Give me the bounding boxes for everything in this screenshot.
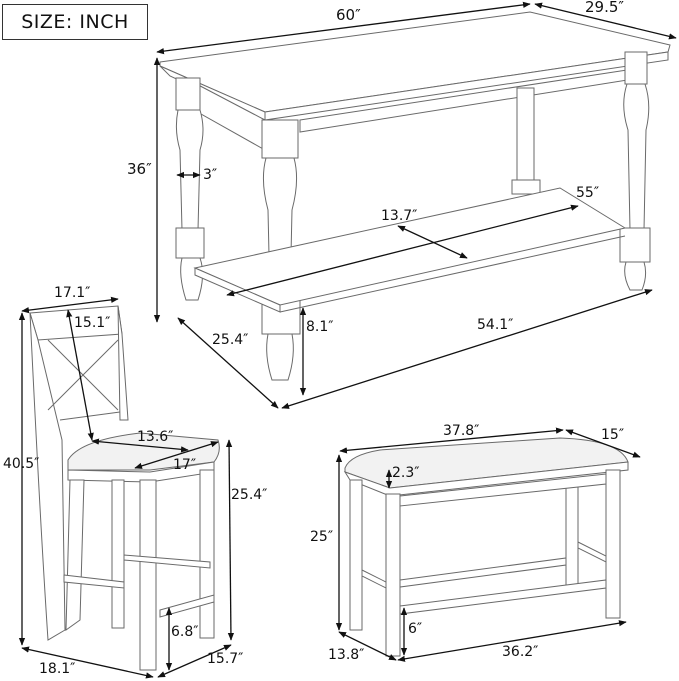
chair-drawing: [29, 305, 220, 671]
bench-footrest-height-label: 6″: [408, 621, 423, 637]
chair-seat-width-label: 17″: [173, 457, 197, 473]
chair-total-height-label: 40.5″: [3, 456, 40, 472]
table-height-label: 36″: [127, 160, 152, 178]
size-unit-badge: SIZE: INCH: [2, 4, 148, 40]
bench-dimension-lines: [335, 427, 641, 662]
table-base-length-label: 54.1″: [477, 317, 514, 333]
chair-seat-height-label: 25.4″: [231, 487, 268, 503]
table-leg-width-label: 3″: [203, 167, 218, 183]
chair-base-depth-label: 15.7″: [207, 651, 244, 667]
bench-cushion-thickness-label: 2.3″: [392, 465, 420, 481]
chair-back-height-label: 15.1″: [74, 315, 111, 331]
chair-seat-depth-label: 13.6″: [137, 429, 174, 445]
bench-top-length-label: 37.8″: [443, 423, 480, 439]
table-shelf-depth-label: 13.7″: [381, 208, 418, 224]
bench-height-label: 25″: [310, 529, 334, 545]
chair-base-width-label: 18.1″: [39, 661, 76, 677]
chair-footrest-height-label: 6.8″: [171, 624, 199, 640]
bench-base-depth-label: 13.8″: [328, 647, 365, 663]
table-dimension-lines: [153, 1, 677, 409]
table-base-depth-label: 25.4″: [212, 332, 249, 348]
table-length-label: 60″: [336, 6, 361, 24]
chair-dimension-lines: [18, 296, 235, 679]
bench-top-depth-label: 15″: [601, 427, 625, 443]
bench-drawing: [343, 437, 629, 657]
table-shelf-length-label: 55″: [576, 185, 600, 201]
table-width-label: 29.5″: [585, 0, 625, 16]
size-unit-label: SIZE: INCH: [21, 11, 129, 33]
table-shelf-height-label: 8.1″: [306, 319, 334, 335]
chair-top-width-label: 17.1″: [54, 285, 91, 301]
bench-base-length-label: 36.2″: [502, 644, 539, 660]
